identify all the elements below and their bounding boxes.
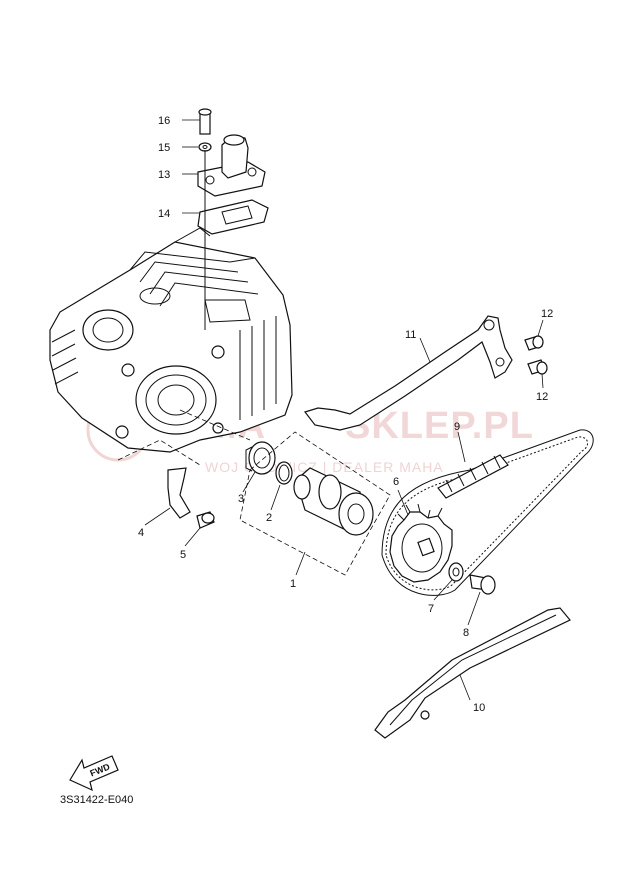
callout-8: 8	[463, 627, 469, 639]
tensioner-washer	[198, 142, 212, 152]
callout-16: 16	[158, 115, 170, 127]
callout-9: 9	[454, 421, 460, 433]
callout-1: 1	[290, 578, 296, 590]
forward-arrow: FWD	[69, 755, 119, 792]
tensioner-bolt	[198, 108, 212, 330]
callout-7: 7	[428, 603, 434, 615]
callouts: 16 15 13 14 11 12 12 9 6 3 2 4 5 1 7 8 1…	[138, 115, 553, 714]
tensioner-arm	[303, 315, 513, 431]
diagram-code: 3S31422-E040	[60, 794, 133, 806]
callout-2: 2	[266, 512, 272, 524]
callout-13: 13	[158, 169, 170, 181]
callout-12-top: 12	[541, 308, 553, 320]
callout-6: 6	[393, 476, 399, 488]
callout-3: 3	[238, 493, 244, 505]
cam-sprocket	[389, 503, 453, 583]
callout-11: 11	[405, 329, 416, 341]
sprocket-washer	[448, 562, 464, 582]
callout-4: 4	[138, 527, 144, 539]
o-ring	[275, 461, 293, 485]
leader-lines	[144, 119, 544, 701]
watermark-dealer-line: WOJ CHOWICZ | DEALER MAHA	[205, 459, 444, 475]
camshaft	[239, 431, 391, 576]
lever-bolt	[196, 511, 215, 529]
cam-chain	[381, 429, 594, 596]
decompressor-lever	[167, 467, 191, 519]
cylinder-head	[49, 227, 293, 466]
bearing	[245, 441, 276, 475]
tensioner-gasket	[197, 199, 269, 235]
chain-tensioner	[197, 134, 266, 197]
callout-10: 10	[473, 702, 485, 714]
chain-guide	[374, 607, 571, 739]
tensioner-bolts	[524, 335, 548, 375]
callout-14: 14	[158, 208, 170, 220]
sprocket-bolt	[469, 574, 496, 595]
callout-15: 15	[158, 142, 170, 154]
callout-5: 5	[180, 549, 186, 561]
callout-12-bottom: 12	[536, 391, 548, 403]
